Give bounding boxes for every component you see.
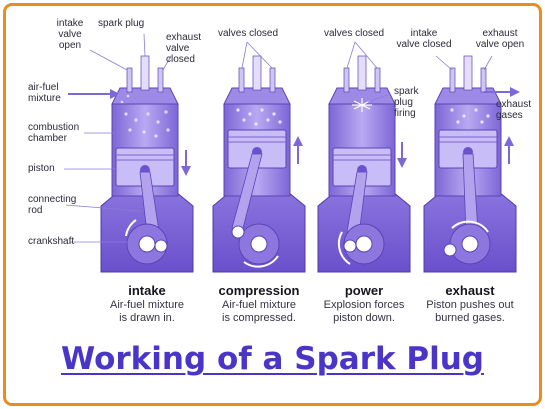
air-fuel-dots [116, 92, 170, 138]
exhaust-valve [157, 67, 164, 93]
label-intake-valve-open: intake valve open [56, 18, 84, 51]
stage-name-compression: compression [218, 283, 300, 298]
stage-desc-exhaust: Piston pushes out burned gases. [426, 299, 514, 324]
stage-name-exhaust: exhaust [445, 283, 495, 298]
engine-intake [64, 33, 194, 273]
label-air-fuel-mixture: air-fuel mixture [28, 82, 61, 104]
intake-valve [126, 67, 133, 93]
engine-compression [212, 41, 306, 273]
stage-desc-compression: Air-fuel mixture is compressed. [222, 299, 296, 324]
label-exhaust-valve-closed: exhaust valve closed [166, 32, 202, 65]
label-connecting-rod: connecting rod [28, 194, 77, 216]
label-spark-plug-firing: spark plug firing [394, 86, 419, 119]
label-valves-closed-power: valves closed [324, 28, 385, 39]
spark-plug [140, 55, 150, 91]
label-intake-valve-closed: intake valve closed [396, 28, 452, 50]
engine-exhaust [423, 55, 520, 273]
label-exhaust-gases: exhaust gases [496, 99, 532, 121]
stage-desc-intake: Air-fuel mixture is drawn in. [110, 299, 184, 324]
stage-name-power: power [344, 283, 384, 298]
stage-name-intake: intake [128, 283, 166, 298]
label-piston: piston [28, 163, 55, 174]
stage-desc-power: Explosion forces piston down. [323, 299, 405, 324]
engine-strokes-diagram [64, 33, 520, 273]
label-spark-plug: spark plug [98, 18, 145, 29]
label-valves-closed-compression: valves closed [218, 28, 279, 39]
spark-burst [352, 98, 372, 112]
diagram-frame: intake valve open spark plug exhaust val… [3, 3, 542, 406]
label-crankshaft: crankshaft [28, 236, 75, 247]
page-title: Working of a Spark Plug [61, 341, 484, 377]
label-combustion-chamber: combustion chamber [28, 122, 80, 144]
engine-power [317, 41, 411, 273]
label-exhaust-valve-open: exhaust valve open [475, 28, 525, 50]
